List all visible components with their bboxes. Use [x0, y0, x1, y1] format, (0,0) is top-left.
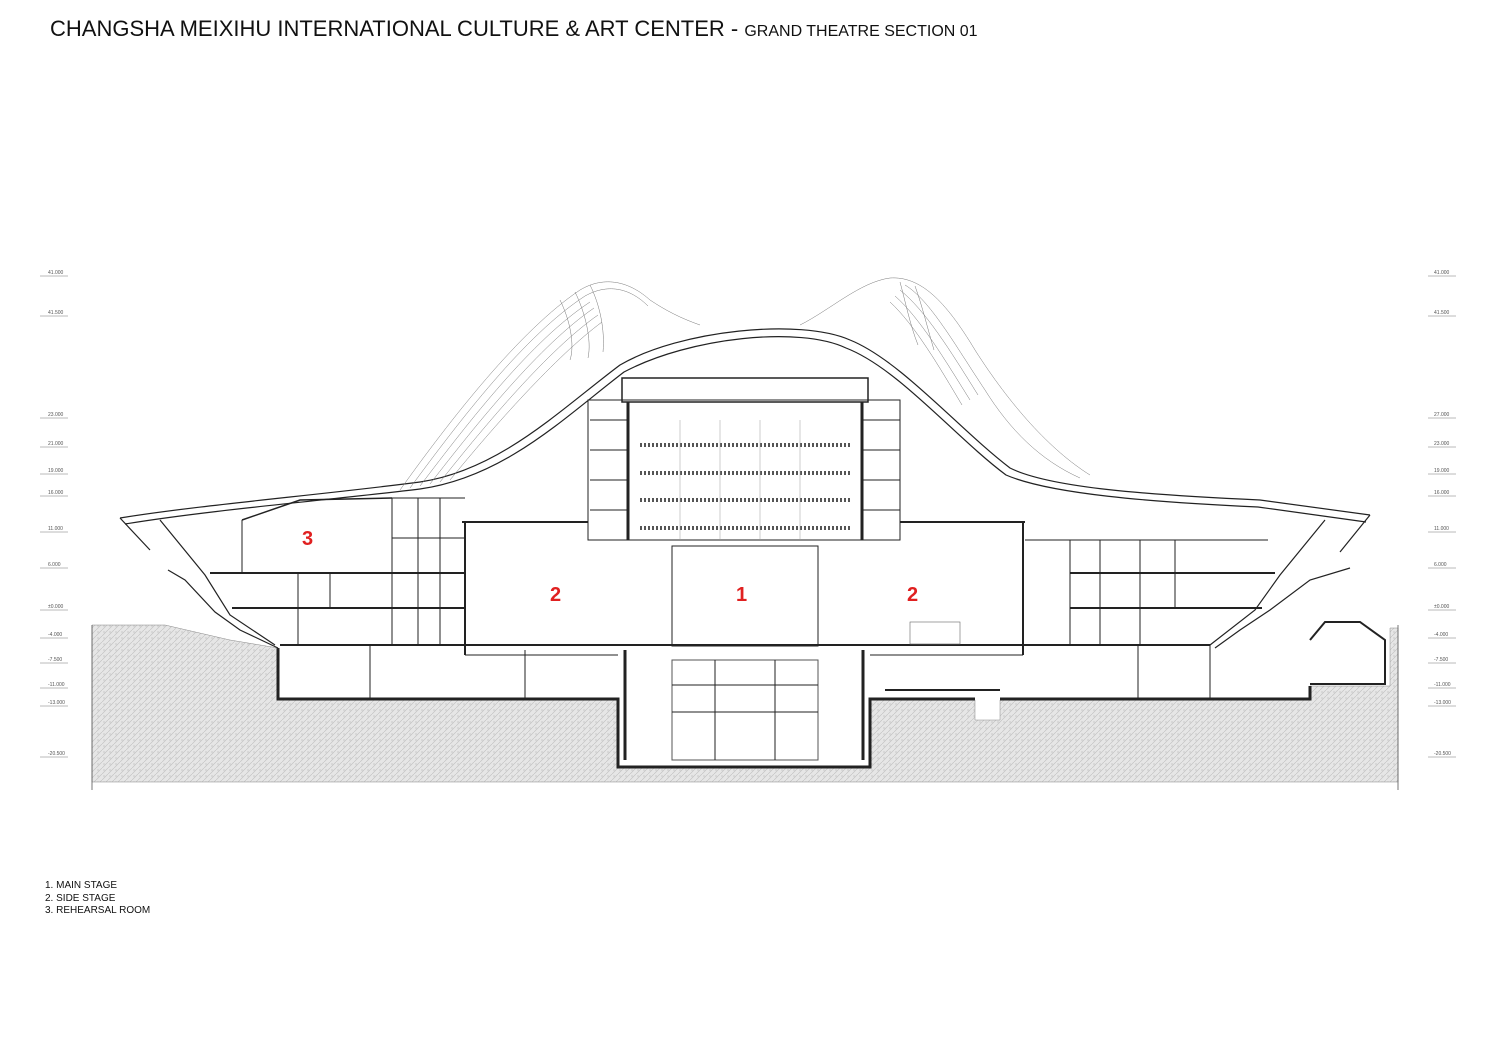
drawing-title: CHANGSHA MEIXIHU INTERNATIONAL CULTURE &…: [50, 16, 978, 42]
level-left-7: 6.000: [48, 562, 61, 568]
level-right-4: 19.000: [1434, 468, 1450, 474]
legend: 1. MAIN STAGE 2. SIDE STAGE 3. REHEARSAL…: [45, 880, 150, 918]
level-right-2: 27.000: [1434, 412, 1450, 418]
level-right-9: -4.000: [1434, 632, 1448, 638]
level-right-11: -11.000: [1434, 682, 1451, 688]
level-right-1: 41.500: [1434, 310, 1450, 316]
roof-lobe-left: [399, 281, 701, 491]
roof-lobe-right: [799, 277, 1091, 479]
room-tag-rehearsal: 3: [302, 528, 313, 550]
level-left-11: -11.000: [48, 682, 65, 688]
room-tag-main-stage: 1: [736, 584, 747, 606]
level-left-5: 16.000: [48, 490, 64, 496]
level-left-9: -4.000: [48, 632, 62, 638]
level-right-13: -20.500: [1434, 751, 1451, 757]
level-left-8: ±0.000: [48, 604, 63, 610]
level-right-0: 41.000: [1434, 270, 1450, 276]
level-left-13: -20.500: [48, 751, 65, 757]
level-left-4: 19.000: [48, 468, 64, 474]
legend-item-rehearsal-room: 3. REHEARSAL ROOM: [45, 905, 151, 916]
level-right-8: ±0.000: [1434, 604, 1449, 610]
room-tag-side-stage-left: 2: [550, 584, 561, 606]
level-markers-left: 41.000 41.500 23.000 21.000 19.000 16.00…: [40, 270, 68, 758]
level-right-10: -7.500: [1434, 657, 1448, 663]
level-left-0: 41.000: [48, 270, 64, 276]
level-left-6: 11.000: [48, 526, 63, 532]
room-tag-side-stage-right: 2: [907, 584, 918, 606]
level-left-10: -7.500: [48, 657, 62, 663]
fly-tower: [587, 377, 901, 541]
title-main: CHANGSHA MEIXIHU INTERNATIONAL CULTURE &…: [50, 16, 725, 41]
level-left-3: 21.000: [48, 441, 64, 447]
title-separator: -: [724, 16, 745, 41]
level-right-12: -13.000: [1434, 700, 1451, 706]
level-right-6: 11.000: [1434, 526, 1449, 532]
roof-shell: [119, 328, 1371, 649]
level-right-5: 16.000: [1434, 490, 1450, 496]
basement-walls: [276, 648, 1312, 769]
ground-mass: [91, 624, 1399, 783]
legend-item-main-stage: 1. MAIN STAGE: [45, 880, 118, 891]
right-wing-floors: [870, 539, 1386, 699]
legend-item-side-stage: 2. SIDE STAGE: [45, 892, 116, 904]
level-left-12: -13.000: [48, 700, 65, 706]
stage-volumes: [462, 521, 1025, 761]
level-right-3: 23.000: [1434, 441, 1450, 447]
level-right-7: 6.000: [1434, 562, 1447, 568]
level-left-1: 41.500: [48, 310, 64, 316]
left-wing-floors: [210, 497, 618, 699]
title-sub: GRAND THEATRE SECTION 01: [744, 23, 978, 40]
level-markers-right: 41.000 41.500 27.000 23.000 19.000 16.00…: [1428, 270, 1456, 758]
level-left-2: 23.000: [48, 412, 64, 418]
